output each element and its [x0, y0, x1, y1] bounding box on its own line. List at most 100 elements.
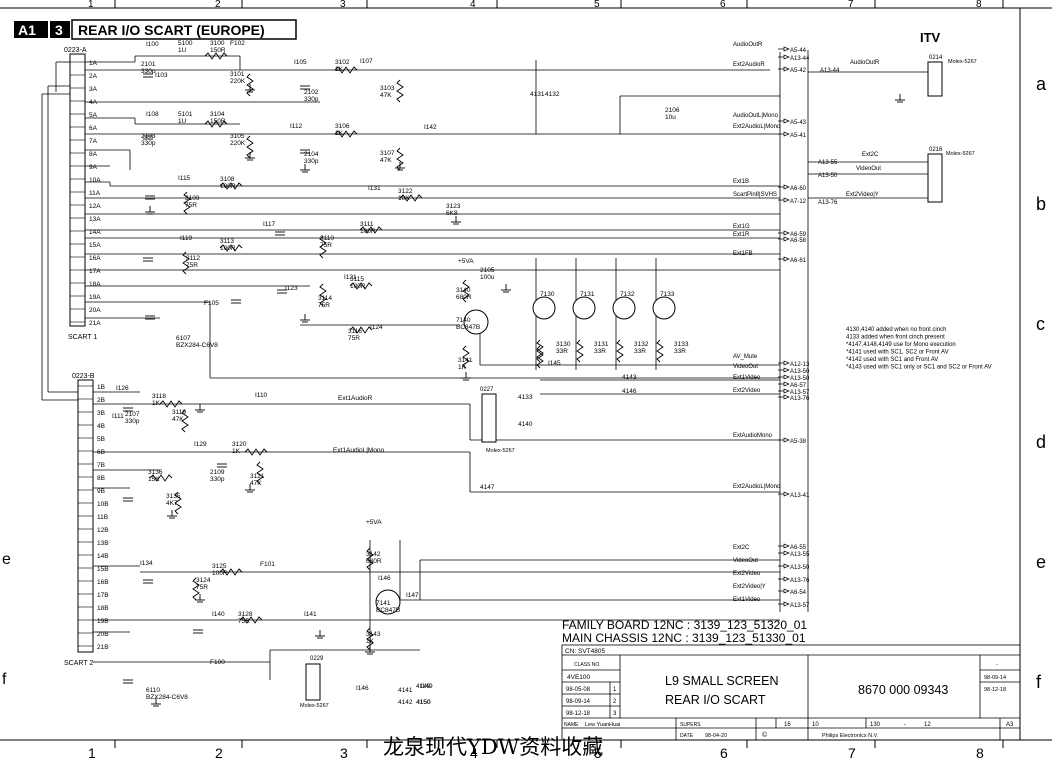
component-ref: 7141 [376, 600, 391, 607]
signal-name: Ext2AudioR [733, 62, 765, 68]
title-block: CN: SVT4805 CLASS NO. 4VE100 98-05-08 1 … [561, 644, 1021, 741]
itv-signal-tag: A13-76 [818, 200, 838, 206]
component-ref: F102 [230, 40, 245, 47]
scart1-id: 0223-A [64, 47, 87, 54]
signal-tag: A13-50 [790, 369, 810, 375]
signal-name: Ext1FB [733, 251, 753, 257]
signal-tag: A6-57 [790, 383, 807, 389]
node-ref: I150 [418, 699, 431, 706]
drawing-code: 8670 000 09343 [858, 683, 948, 697]
wire-ref: 4141 [398, 687, 413, 694]
component-value: 100R [360, 228, 376, 235]
component-ref: 3125 [212, 563, 227, 570]
component-ref: 2101 [141, 61, 156, 68]
itv-signal-labels: AudioOutRA13-44Ext2CA13-55VideoOutA13-50… [818, 60, 881, 206]
row-letter-right: b [1036, 194, 1046, 214]
sheet-format: A3 [1006, 722, 1014, 728]
rev-num-1: 1 [613, 687, 617, 693]
itv-signal-name: Ext2Video|Y [846, 192, 879, 198]
node-ref: I141 [304, 611, 317, 618]
drawing-title-1: L9 SMALL SCREEN [665, 674, 778, 688]
row-letter-right: d [1036, 432, 1046, 452]
scart2-name: SCART 2 [64, 660, 93, 667]
assembly-note: 4133 added when front cinch present [846, 335, 945, 341]
wire-ref: 4146 [622, 388, 637, 395]
component-ref: 3102 [335, 59, 350, 66]
molex-id: 0229 [310, 656, 324, 662]
node-ref: I110 [255, 392, 268, 399]
component-ref: 3136 [148, 469, 163, 476]
scart-pin-label: 9B [97, 488, 105, 495]
component-value: 100R [350, 283, 366, 290]
scart-pin-label: 11A [89, 190, 101, 197]
signal-name: Ext1B [733, 179, 749, 185]
scart-pin-label: 16A [89, 255, 101, 262]
signal-name: Ext1R [733, 232, 750, 238]
signal-name: Ext2AudioL|Mono [733, 124, 781, 130]
component-ref: 3108 [220, 176, 235, 183]
molex-id: 0216 [929, 147, 943, 153]
copyright-mark: © [762, 731, 768, 739]
row-letter-right: a [1036, 74, 1047, 94]
signal-tag: A5-38 [790, 439, 807, 445]
node-ref: F100 [210, 659, 225, 666]
signal-tag: A13-76 [790, 396, 810, 402]
node-ref: I129 [194, 441, 207, 448]
section-badge: A1 [18, 22, 36, 38]
component-value: BZX284-C6V8 [146, 694, 188, 701]
scart-pin-label: 2A [89, 73, 98, 80]
component-value: 47K [250, 480, 262, 487]
itv-signal-tag: A13-55 [818, 160, 838, 166]
component-value: BZX284-C6V8 [176, 342, 218, 349]
column-number-bottom: 5 [594, 745, 602, 760]
row-letter-left: e [2, 551, 11, 568]
scart-pin-label: 16B [97, 579, 109, 586]
signal-tag: A6-54 [790, 590, 807, 596]
signal-tag: A6-61 [790, 258, 807, 264]
scart2-id: 0223-B [72, 373, 95, 380]
node-ref: I146 [356, 685, 369, 692]
scart-pin-label: 1B [97, 384, 105, 391]
component-value: 75R [318, 302, 330, 309]
scart-pin-label: 5B [97, 436, 105, 443]
component-value: 10u [665, 114, 676, 121]
component-ref: 3106 [335, 123, 350, 130]
component-ref: 3142 [366, 551, 381, 558]
column-number-top: 7 [848, 0, 854, 10]
scart-pin-label: 21B [97, 644, 109, 651]
supply-label: +5VA [458, 258, 474, 265]
signal-tag: A6-59 [790, 232, 807, 238]
revision-date-b: 98-12-18 [984, 687, 1006, 693]
scart-pin-label: 10A [89, 177, 101, 184]
sheet-title: REAR I/O SCART (EUROPE) [78, 22, 265, 38]
component-ref: 2106 [665, 107, 680, 114]
scart1-name: SCART 1 [68, 334, 97, 341]
node-ref: F101 [260, 561, 275, 568]
scart-pin-label: 20B [97, 631, 109, 638]
node-ref: I147 [406, 592, 419, 599]
component-value: 220K [230, 140, 246, 147]
component-ref: 3105 [230, 133, 245, 140]
signal-tag: A13-44 [790, 56, 810, 62]
sheet-dash: - [904, 722, 906, 728]
assembly-note: *4143 used with SC1 only or SC1 and SC2 … [846, 365, 992, 371]
component-value: 100R [220, 183, 236, 190]
wire-ref: 4132 [545, 91, 560, 98]
component-ref: 5101 [178, 111, 193, 118]
node-ref: I107 [360, 58, 373, 65]
rev-num-2: 2 [613, 699, 617, 705]
wire-ref: 4142 [398, 699, 413, 706]
scart-pin-label: 10B [97, 501, 109, 508]
node-ref: I140 [212, 611, 225, 618]
component-ref: 2102 [304, 89, 319, 96]
signal-tag: A7-12 [790, 199, 807, 205]
component-value: 75R [185, 202, 197, 209]
signal-name: AudioOutL|Mono [733, 113, 779, 119]
component-value: 150R [210, 47, 226, 54]
signal-name: Ext1Video [733, 597, 761, 603]
component-ref: 2105 [480, 267, 495, 274]
column-number-bottom: 7 [848, 745, 856, 760]
scart-pin-label: 3A [89, 86, 98, 93]
